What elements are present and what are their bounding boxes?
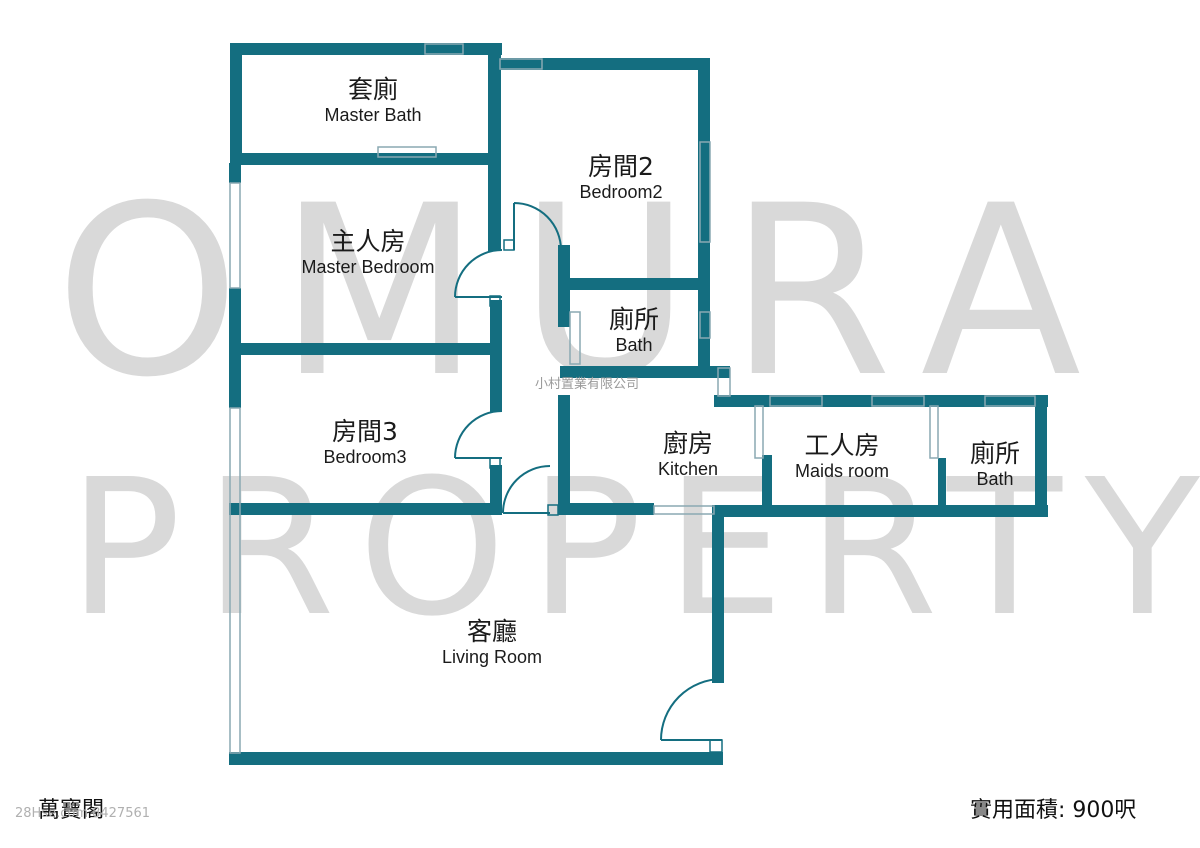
wall bbox=[229, 378, 241, 408]
windows bbox=[229, 43, 1036, 754]
room-label-master-bath: 套廁 Master Bath bbox=[324, 75, 422, 125]
window bbox=[229, 182, 241, 289]
wall bbox=[560, 366, 730, 378]
wall bbox=[714, 505, 1048, 517]
wall bbox=[229, 288, 241, 378]
wall bbox=[498, 58, 710, 70]
wall bbox=[762, 455, 772, 515]
wall bbox=[229, 503, 502, 515]
window bbox=[653, 505, 715, 515]
wall bbox=[938, 458, 946, 513]
door-swing bbox=[513, 202, 562, 251]
wall bbox=[490, 465, 502, 510]
room-label-kitchen: 廚房 Kitchen bbox=[657, 429, 719, 479]
door-swing bbox=[660, 678, 723, 741]
listing-reference: 28Hse.com 8427561 bbox=[15, 806, 151, 821]
door-swing bbox=[454, 249, 503, 298]
wall bbox=[1035, 398, 1047, 516]
wall bbox=[230, 43, 242, 163]
window bbox=[754, 405, 764, 459]
window bbox=[499, 58, 543, 70]
window bbox=[699, 141, 711, 243]
wall bbox=[712, 505, 724, 683]
wall bbox=[490, 300, 502, 412]
wall bbox=[698, 58, 710, 368]
room-label-bedroom2: 房間2 Bedroom2 bbox=[579, 152, 663, 202]
walls bbox=[229, 43, 1048, 765]
window bbox=[377, 146, 437, 158]
wall bbox=[488, 43, 501, 251]
wall bbox=[558, 503, 654, 515]
window bbox=[569, 311, 581, 365]
door-swing bbox=[502, 465, 551, 514]
window bbox=[699, 311, 711, 339]
window bbox=[424, 43, 464, 55]
wall bbox=[558, 395, 570, 513]
wall bbox=[230, 43, 502, 55]
company-watermark: 小村置業有限公司 bbox=[535, 377, 640, 392]
window bbox=[871, 395, 925, 407]
window bbox=[769, 395, 823, 407]
watermark-property: PROPERTY bbox=[68, 439, 1200, 658]
room-label-master-bedroom: 主人房 Master Bedroom bbox=[301, 227, 435, 277]
room-label-bath: 廁所 Bath bbox=[608, 305, 660, 355]
door-swing bbox=[454, 410, 503, 459]
building-name: 萬寶閣 bbox=[38, 798, 105, 823]
wall bbox=[558, 278, 708, 290]
window bbox=[984, 395, 1036, 407]
saleable-area: 實用面積: 900呎 bbox=[970, 798, 1137, 823]
wall bbox=[558, 245, 570, 327]
door-stops bbox=[489, 239, 723, 753]
room-label-maids-bath: 廁所 Bath bbox=[969, 439, 1021, 489]
room-label-maids-room: 工人房 Maids room bbox=[794, 431, 890, 481]
wall bbox=[229, 752, 723, 765]
wall bbox=[229, 163, 241, 183]
wall bbox=[240, 343, 500, 355]
window bbox=[229, 407, 241, 754]
window bbox=[717, 367, 731, 397]
wall bbox=[240, 153, 500, 165]
room-label-living-room: 客廳 Living Room bbox=[441, 617, 543, 667]
room-label-bedroom3: 房間3 Bedroom3 bbox=[323, 417, 407, 467]
wall bbox=[714, 395, 1048, 407]
window bbox=[929, 405, 939, 459]
